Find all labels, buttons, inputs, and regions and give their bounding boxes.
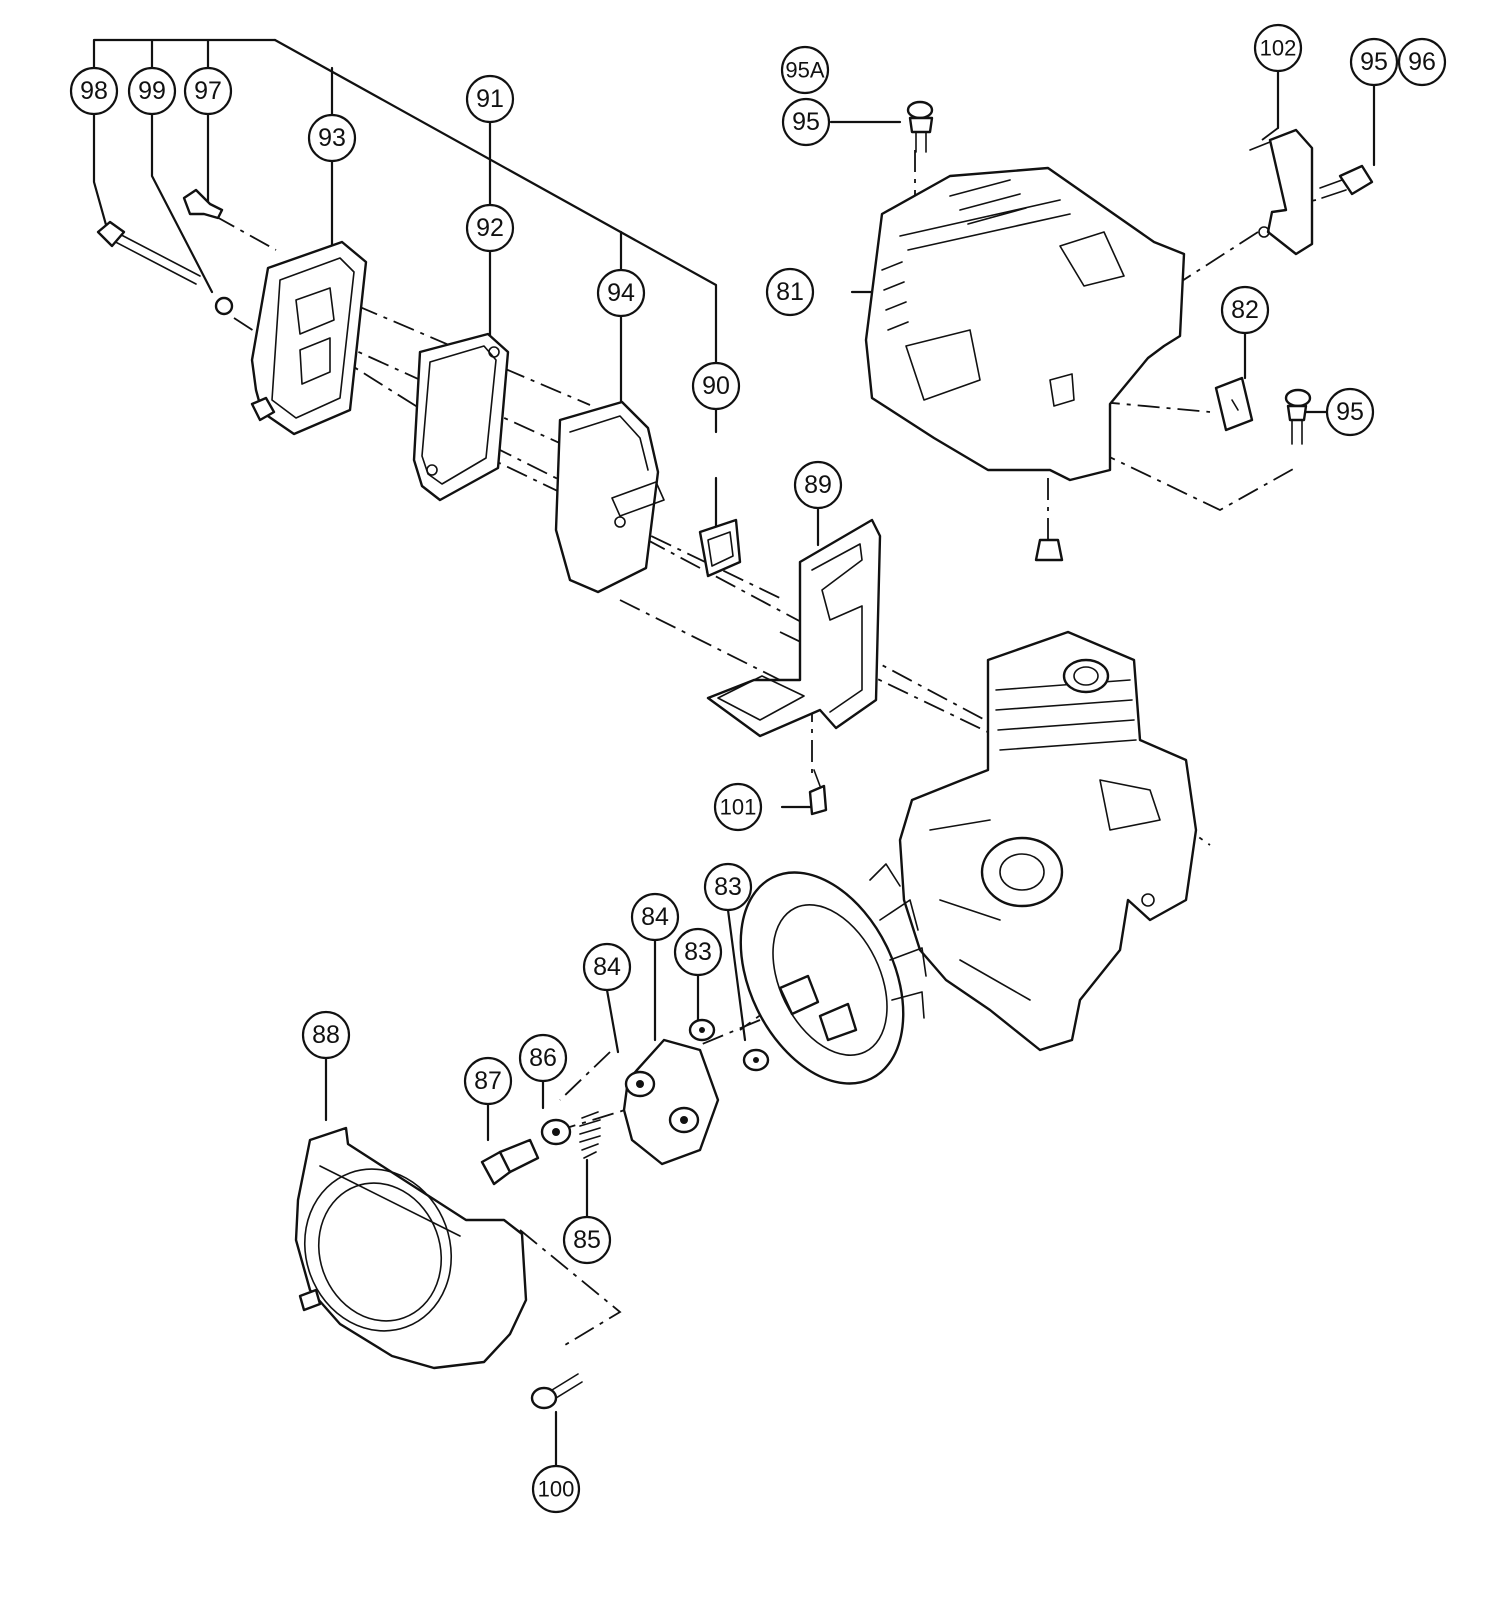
part-muffler-cover-93 [250,240,368,436]
callout-95A: 95A [780,45,830,95]
callout-label-81: 81 [776,278,804,306]
callout-93: 93 [307,113,357,163]
callout-label-86: 86 [529,1044,557,1072]
callout-label-84-upper: 84 [641,903,669,931]
callout-label-90: 90 [702,372,730,400]
part-clutch-84 [622,1038,720,1166]
part-washer-83 [688,1018,770,1072]
callout-label-95-upper-right: 95 [1360,48,1388,76]
part-screw-100 [530,1373,583,1410]
callout-101: 101 [713,782,763,832]
part-screw-95-right [1284,388,1312,445]
callout-97: 97 [183,66,233,116]
callout-label-98: 98 [80,77,108,105]
callout-96: 96 [1397,37,1447,87]
callout-label-97: 97 [194,77,222,105]
callout-label-84-lower: 84 [593,953,621,981]
callout-label-89: 89 [804,471,832,499]
part-screw-101 [808,769,828,816]
callout-92: 92 [465,203,515,253]
callout-89: 89 [793,460,843,510]
callout-label-87: 87 [474,1067,502,1095]
callout-label-101: 101 [720,795,757,820]
callout-85: 85 [562,1215,612,1265]
callout-95-right: 95 [1325,387,1375,437]
callout-label-94: 94 [607,279,635,307]
part-bolts-97-98 [96,188,234,316]
callout-label-95-top: 95 [792,108,820,136]
callout-label-83-upper: 83 [714,873,742,901]
callout-91: 91 [465,74,515,124]
callout-label-95A: 95A [785,58,824,83]
callout-label-92: 92 [476,214,504,242]
callout-94: 94 [596,268,646,318]
part-grommet-82 [1214,376,1254,432]
callout-label-95-right: 95 [1336,398,1364,426]
callout-90: 90 [691,361,741,411]
part-washer-86 [540,1118,572,1146]
callout-84-lower: 84 [582,942,632,992]
callout-99: 99 [127,66,177,116]
part-bracket-102 [1249,128,1314,256]
callout-label-100: 100 [538,1477,575,1502]
part-gasket-92 [412,332,510,502]
part-spark-plug-cap [1034,538,1064,562]
callout-label-83-lower: 83 [684,938,712,966]
part-spring-85 [579,1111,601,1159]
callout-88: 88 [301,1010,351,1060]
callout-95-upper-right: 95 [1349,37,1399,87]
callout-label-82: 82 [1231,296,1259,324]
part-bolt-95-96 [1319,164,1374,199]
callout-100: 100 [531,1464,581,1514]
callout-102: 102 [1253,23,1303,73]
callout-98: 98 [69,66,119,116]
callout-label-99: 99 [138,77,166,105]
part-engine-cover-81 [864,166,1186,482]
part-gasket-90 [698,518,742,578]
callout-86: 86 [518,1033,568,1083]
part-cylinder-engine [898,630,1198,1052]
callout-label-91: 91 [476,85,504,113]
callout-87: 87 [463,1056,513,1106]
callout-81: 81 [765,267,815,317]
callout-label-102: 102 [1260,36,1297,61]
callout-84-upper: 84 [630,892,680,942]
callout-label-93: 93 [318,124,346,152]
callout-83-lower: 83 [673,927,723,977]
part-fan-housing-88 [294,1126,528,1370]
part-screw-95-top [906,100,934,153]
part-flywheel-83 [739,863,927,1085]
callout-label-96: 96 [1408,48,1436,76]
callout-label-85: 85 [573,1226,601,1254]
callout-82: 82 [1220,285,1270,335]
part-heat-shield-89 [706,518,882,738]
callout-label-88: 88 [312,1021,340,1049]
callout-83-upper: 83 [703,862,753,912]
part-bolt-87 [480,1138,540,1186]
part-muffler-94 [554,400,665,594]
callout-95-top: 95 [781,97,831,147]
